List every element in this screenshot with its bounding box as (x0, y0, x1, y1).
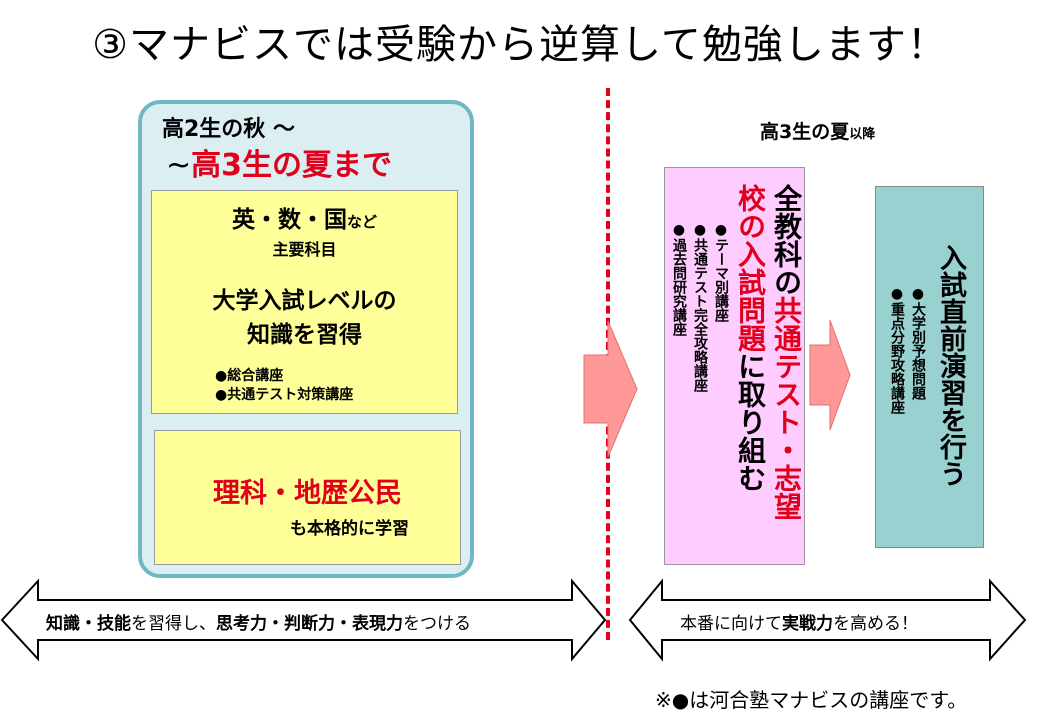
subjects-heading: 英・数・国など (151, 200, 458, 234)
left-period-tilde: ~ (166, 148, 192, 183)
exam-practice-box (664, 167, 805, 565)
subjects-text: 英・数・国 (231, 207, 347, 233)
course-item: ●共通テスト対策講座 (215, 387, 354, 403)
level-line-2: 知識を習得 (247, 322, 362, 348)
science-heading: 理科・地歴公民 (213, 478, 402, 509)
left-arrow-caption-part: をつける (403, 614, 471, 634)
right-period: 高3生の夏以降 (760, 117, 875, 144)
course-item: ●共通テスト完全攻略講座 (692, 222, 708, 392)
right-period-suffix: 以降 (849, 127, 876, 142)
exam-practice-line1-b: 共通テスト・志望 (770, 296, 803, 520)
exam-practice-line2-b: に取り組む (734, 352, 767, 492)
science-box (154, 430, 461, 565)
course-item: ●過去問研究講座 (671, 222, 687, 336)
left-arrow-caption-part: を習得し、 (131, 614, 216, 634)
main-subjects-box (151, 190, 458, 414)
course-item: ●大学別予想問題 (910, 286, 926, 400)
left-period-to-line: ~高3生の夏まで (166, 140, 392, 184)
left-course-list: ●総合講座 ●共通テスト対策講座 (215, 367, 353, 405)
exam-practice-line2-a: 校の入試問題 (734, 184, 767, 352)
final-practice-text: 入試直前演習を行う (935, 244, 966, 487)
course-item: ●テーマ別講座 (713, 222, 729, 322)
right-arrow-caption-part: を高める！ (833, 614, 918, 634)
right-arrow-caption-part: 本番に向けて (680, 614, 782, 634)
page-title: ③マナビスでは受験から逆算して勉強します！ (92, 22, 948, 68)
left-arrow-caption-part: 知識・技能 (46, 614, 131, 634)
subjects-suffix: など (346, 213, 377, 231)
right-arrow-1 (583, 320, 638, 458)
left-arrow-caption: 知識・技能を習得し、思考力・判断力・表現力をつける (46, 609, 471, 634)
final-practice-box (875, 186, 984, 548)
level-line-1: 大学入試レベルの (212, 288, 397, 314)
course-item: ●総合講座 (215, 368, 284, 384)
science-subtext: も本格的に学習 (290, 519, 409, 539)
footnote: ※●は河合塾マナビスの講座です。 (655, 688, 968, 712)
right-arrow-caption: 本番に向けて実戦力を高める！ (680, 609, 918, 634)
level-text: 大学入試レベルの知識を習得 (151, 284, 458, 352)
double-arrow-right (628, 578, 1027, 662)
right-period-text: 高3生の夏 (760, 121, 850, 143)
double-arrow-left (0, 578, 607, 662)
exam-practice-text: 全教科の共通テスト・志望校の入試問題に取り組む (732, 184, 804, 520)
left-period-from: 高2生の秋 〜 (162, 117, 295, 142)
exam-practice-line1-a: 全教科の (770, 184, 803, 296)
main-subjects-label: 主要科目 (272, 240, 337, 259)
exam-practice-course-list: ●テーマ別講座 ●共通テスト完全攻略講座 ●過去問研究講座 (668, 222, 731, 392)
left-arrow-caption-part: 思考力・判断力・表現力 (216, 614, 403, 634)
final-practice-course-list: ●大学別予想問題 ●重点分野攻略講座 (886, 286, 928, 414)
left-period-to: 高3生の夏まで (191, 148, 393, 183)
right-arrow-2 (809, 319, 851, 431)
course-item: ●重点分野攻略講座 (889, 286, 905, 414)
right-arrow-caption-part: 実戦力 (782, 614, 833, 634)
